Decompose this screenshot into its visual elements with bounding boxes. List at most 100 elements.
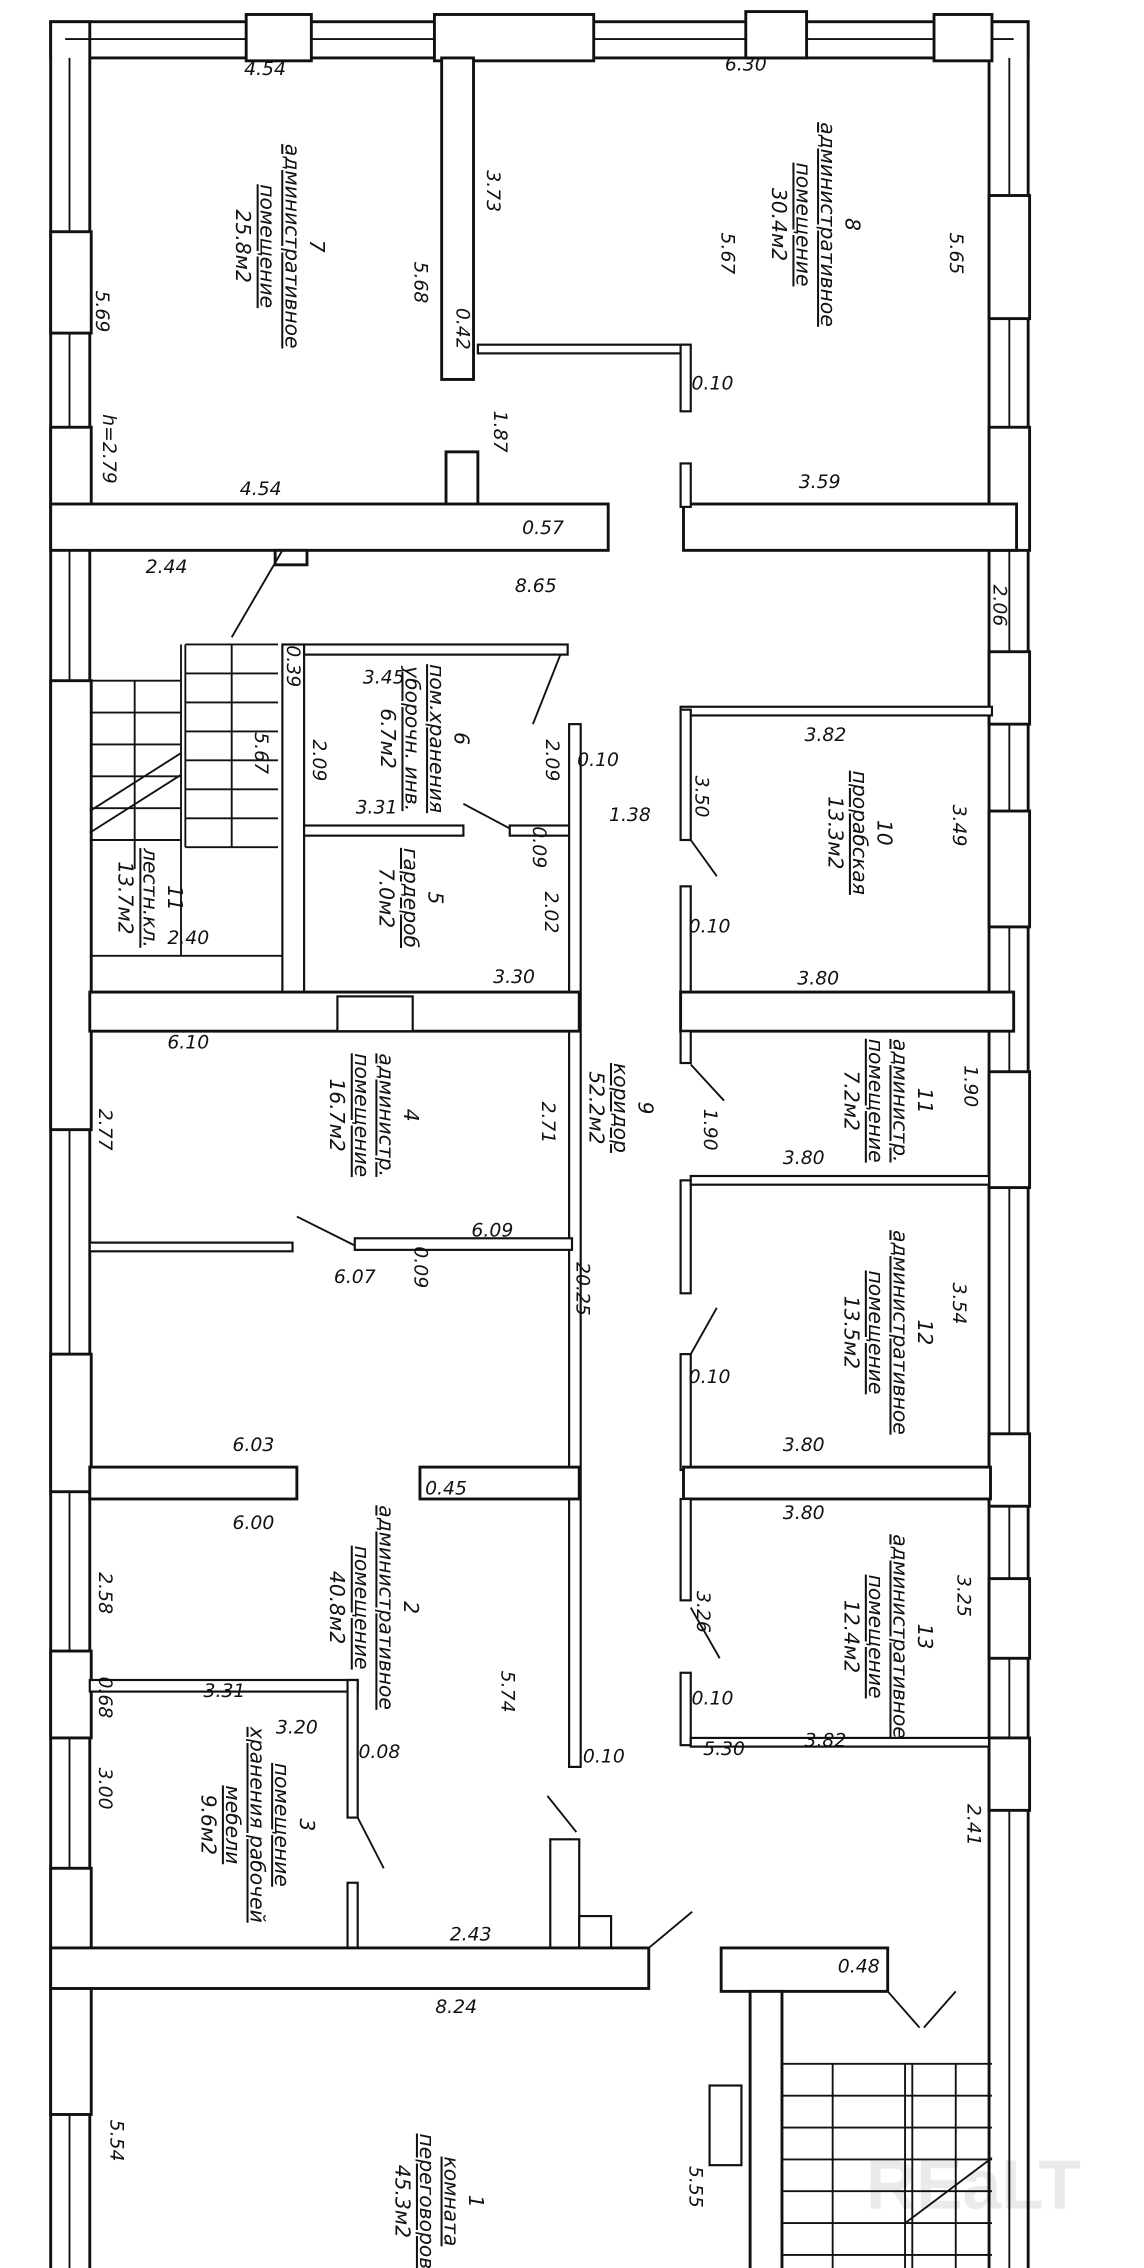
room-number: 8 — [841, 218, 865, 231]
room-area: 6.7м2 — [376, 708, 400, 768]
window-pier — [49, 425, 93, 509]
stair-wall-left — [748, 1989, 784, 2268]
room-name: помещение — [350, 1053, 374, 1177]
room-number: 5 — [424, 891, 448, 904]
room-number: 6 — [450, 732, 474, 745]
window-pier — [432, 13, 596, 63]
dimension-label: 2.02 — [540, 891, 561, 933]
dimension-label: 3.49 — [948, 805, 969, 847]
dimension-label: 0.39 — [282, 645, 303, 687]
room-name: помещение — [270, 1763, 294, 1887]
dimension-label: 5.68 — [409, 261, 430, 303]
partition — [679, 1179, 692, 1295]
dimension-label: 5.30 — [703, 1739, 745, 1760]
room-area: 13.5м2 — [839, 1296, 863, 1369]
room-area: 40.8м2 — [325, 1571, 349, 1644]
room-area: 13.7м2 — [114, 861, 138, 934]
dimension-label: 1.87 — [489, 411, 510, 453]
dimension-label: 4.54 — [244, 59, 286, 80]
niche — [549, 1838, 581, 1950]
room-number: 11 — [163, 885, 187, 911]
dimension-label: 3.31 — [204, 1681, 246, 1702]
window-pier — [987, 194, 1032, 321]
dimension-label: h=2.79 — [98, 414, 119, 484]
dimension-label: 0.48 — [838, 1956, 880, 1977]
partition — [353, 1237, 574, 1251]
dimension-label: 2.43 — [450, 1924, 492, 1945]
dimension-label: 8.24 — [435, 1997, 477, 2018]
partition — [689, 1174, 991, 1186]
room-name: пом.хранения — [425, 664, 449, 813]
room-area: 30.4м2 — [767, 188, 791, 261]
dimension-label: 3.73 — [482, 170, 503, 212]
room-area: 7.0м2 — [374, 868, 398, 928]
dimension-label: 5.69 — [91, 290, 112, 332]
dimension-label: 3.80 — [783, 1503, 825, 1524]
dimension-label: 1.90 — [960, 1065, 981, 1107]
room-number: 12 — [913, 1320, 937, 1346]
room-name: помещение — [350, 1546, 374, 1670]
dimension-label: 3.31 — [356, 798, 398, 819]
partition — [679, 343, 692, 413]
dimension-label: 5.55 — [685, 2166, 706, 2208]
dimension-label: 3.59 — [799, 472, 841, 493]
wall-horizontal-right — [682, 502, 1019, 552]
room-area: 9.6м2 — [196, 1795, 220, 1855]
dimension-label: 0.68 — [94, 1676, 115, 1718]
niche — [578, 1914, 613, 1950]
dimension-label: 0.08 — [358, 1742, 400, 1763]
room-area: 25.8м2 — [231, 210, 255, 283]
room-number: 11 — [913, 1088, 937, 1114]
pier — [273, 548, 309, 567]
room-name: гардероб — [399, 848, 423, 948]
room-name: административное — [888, 1534, 912, 1739]
dimension-label: 0.10 — [689, 1367, 731, 1388]
partition — [303, 824, 465, 837]
dimension-label: 0.57 — [522, 518, 564, 539]
room-name: административное — [816, 122, 840, 327]
dimension-label: 3.30 — [493, 967, 535, 988]
dimension-label: 3.82 — [804, 725, 846, 746]
room-area: 13.3м2 — [823, 796, 847, 869]
window-pier — [987, 1432, 1032, 1508]
pier — [444, 450, 480, 509]
dimension-label: 5.74 — [496, 1671, 517, 1713]
dimension-label: 5.54 — [105, 2120, 126, 2162]
room-number: 3 — [295, 1818, 319, 1831]
dimension-label: 2.40 — [167, 928, 209, 949]
stair-steps — [89, 643, 279, 956]
watermark: REaLT — [866, 2146, 1081, 2224]
window-pier — [987, 650, 1032, 726]
walls — [49, 10, 1032, 2268]
window-pier — [987, 1070, 1032, 1190]
dimension-label: 0.10 — [692, 373, 734, 394]
window-pier — [244, 13, 313, 63]
partition — [679, 462, 692, 508]
dimension-label: 1.38 — [609, 805, 651, 826]
room-name: прорабская — [848, 771, 872, 895]
stair-wall — [281, 643, 306, 1033]
dimension-label: 0.45 — [425, 1478, 467, 1499]
partition — [679, 708, 692, 842]
dimension-label: 3.54 — [948, 1283, 969, 1325]
window-pier — [744, 10, 809, 60]
room-number: 10 — [873, 820, 897, 846]
room-name: помещение — [864, 1270, 888, 1394]
dimension-label: 2.44 — [146, 557, 188, 578]
room-area: 52.2м2 — [584, 1071, 608, 1144]
dimension-label: 0.42 — [451, 308, 472, 350]
partition — [679, 1030, 692, 1065]
dimension-label: 6.03 — [232, 1435, 274, 1456]
